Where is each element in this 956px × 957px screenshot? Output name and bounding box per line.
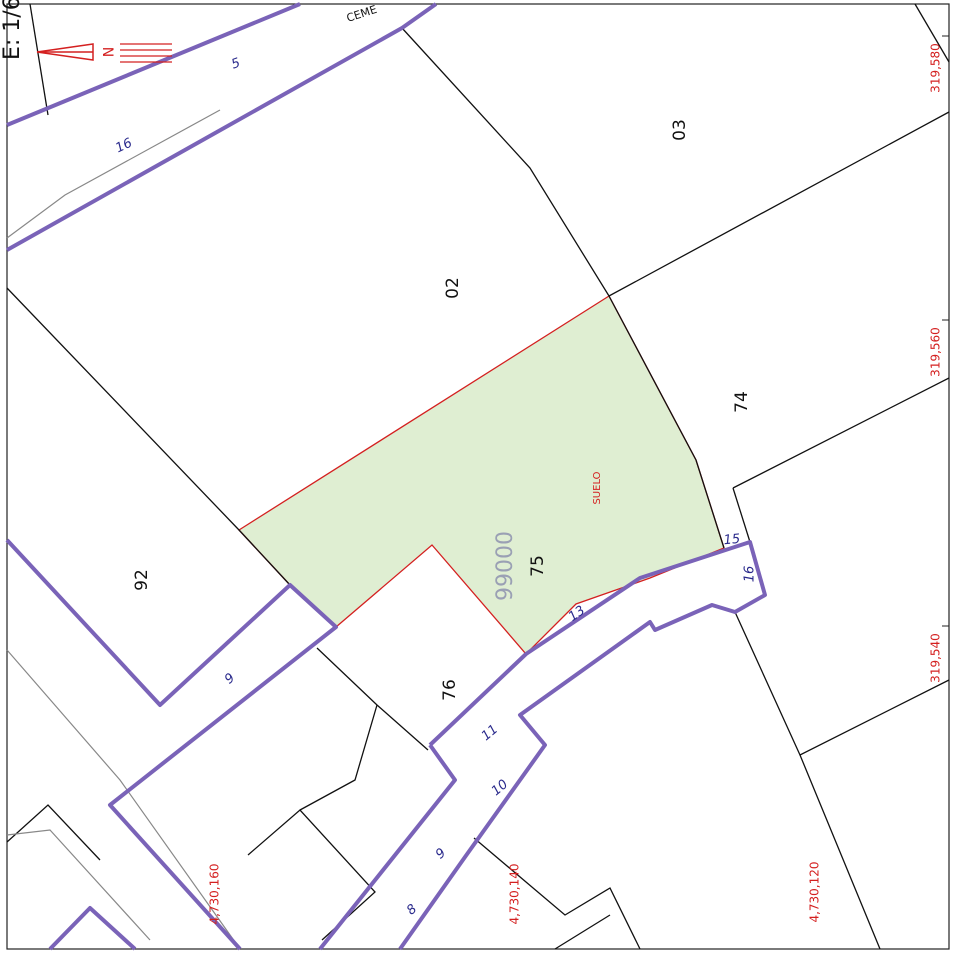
parcel-labels: 03 02 74 75 92 76 [132,119,752,701]
scale-text: E: 1/600 [0,0,25,60]
street-number-15: 15 [723,532,741,548]
easting-coordinate: 319,580 [929,43,943,93]
parcel-76-label: 76 [440,679,460,701]
highlight-ref-label: 99000 [493,531,518,601]
parcel-74-label: 74 [732,391,752,413]
northing-coordinate: 4,730,160 [208,863,222,924]
north-letter: N [99,47,115,57]
easting-coordinate: 319,540 [929,633,943,683]
northing-coordinate: 4,730,120 [808,861,822,922]
road-borders [5,2,767,951]
parcel-75-label: 75 [528,555,548,577]
northing-coordinate: 4,730,140 [508,863,522,924]
parcel-02-label: 02 [443,277,463,299]
secondary-lines [6,109,241,950]
coordinate-labels: 319,580 319,560 319,540 4,730,160 4,730,140 4… [208,35,949,925]
easting-coordinate: 319,560 [929,327,943,377]
parcel-boundaries [6,3,950,950]
north-arrow-icon: N [36,43,172,63]
parcel-03-label: 03 [670,119,690,141]
parcel-92-label: 92 [132,569,152,591]
street-number-16: 16 [113,136,134,157]
street-number-16: 16 [743,566,758,583]
highlight-label: SUELO [592,471,603,504]
